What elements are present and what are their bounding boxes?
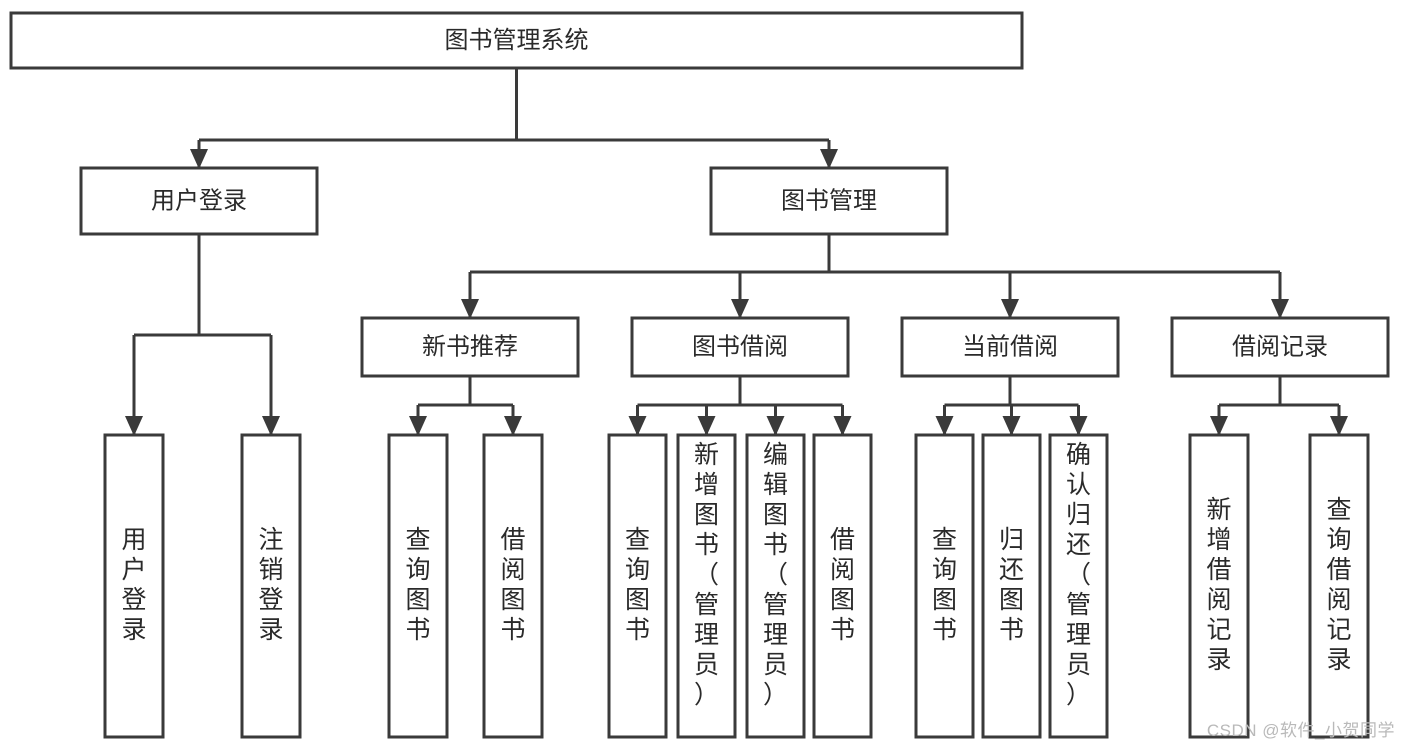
node-leaf-add-book-admin[interactable]: 新增图书（管理员） [676,433,737,739]
arrow-head-icon [1271,299,1289,319]
node-book-manage[interactable]: 图书管理 [709,166,949,236]
node-box [79,166,319,236]
arrow-head-icon [1001,299,1019,319]
arrow-head-icon [461,299,479,319]
arrow-head-icon [504,416,522,436]
node-label: 归还图书 [999,526,1024,644]
node-label: 用户登录 [151,187,247,214]
arrow-head-icon [833,416,852,436]
node-leaf-user-login[interactable]: 用户登录 [103,433,165,739]
node-current-borrow[interactable]: 当前借阅 [900,316,1120,378]
arrow-head-icon [731,299,749,319]
arrow-head-icon [628,416,647,436]
node-box [387,433,449,739]
node-label: 图书管理系统 [445,27,589,54]
arrow-head-icon [820,149,838,169]
arrow-head-icon [1002,416,1021,436]
node-label: 编辑图书（管理员） [763,441,788,709]
node-box [981,433,1042,739]
node-box [1048,433,1109,739]
node-label: 新增图书（管理员） [694,441,719,709]
node-leaf-borrow-book-2[interactable]: 借阅图书 [812,433,873,739]
node-label: 借阅图书 [830,526,855,644]
node-label: 查询图书 [405,526,430,644]
node-box [360,316,580,378]
node-label: 借阅记录 [1232,333,1328,360]
node-box [9,11,1024,70]
node-layer: 图书管理系统用户登录图书管理新书推荐图书借阅当前借阅借阅记录用户登录注销登录查询… [9,11,1390,739]
node-box [1170,316,1390,378]
node-box [709,166,949,236]
node-box [103,433,165,739]
node-label: 图书管理 [781,187,877,214]
node-leaf-query-book-1[interactable]: 查询图书 [387,433,449,739]
node-borrow-record[interactable]: 借阅记录 [1170,316,1390,378]
node-box [240,433,302,739]
node-box [607,433,668,739]
node-user-login[interactable]: 用户登录 [79,166,319,236]
node-leaf-add-borrow-record[interactable]: 新增借阅记录 [1188,433,1250,739]
arrow-head-icon [190,149,208,169]
node-new-book-recommend[interactable]: 新书推荐 [360,316,580,378]
connector-layer [125,68,1348,436]
arrow-head-icon [1210,416,1228,436]
node-leaf-query-book-3[interactable]: 查询图书 [914,433,975,739]
node-box [630,316,850,378]
node-label: 确认归还（管理员） [1066,441,1091,709]
node-label: 新增借阅记录 [1206,496,1231,674]
arrow-head-icon [409,416,427,436]
node-leaf-query-book-2[interactable]: 查询图书 [607,433,668,739]
node-box [745,433,806,739]
node-label: 查询图书 [625,526,650,644]
arrow-head-icon [1069,416,1088,436]
node-label: 注销登录 [258,526,283,644]
node-box [1188,433,1250,739]
node-leaf-confirm-return-admin[interactable]: 确认归还（管理员） [1048,433,1109,739]
node-box [676,433,737,739]
node-box [812,433,873,739]
node-leaf-query-borrow-record[interactable]: 查询借阅记录 [1308,433,1370,739]
node-label: 查询图书 [932,526,957,644]
node-leaf-edit-book-admin[interactable]: 编辑图书（管理员） [745,433,806,739]
node-box [900,316,1120,378]
node-leaf-borrow-book-1[interactable]: 借阅图书 [482,433,544,739]
node-box [1308,433,1370,739]
node-label: 借阅图书 [500,526,525,644]
arrow-head-icon [1330,416,1348,436]
node-box [482,433,544,739]
node-label: 图书借阅 [692,333,788,360]
arrow-head-icon [125,416,143,436]
node-label: 用户登录 [121,526,146,644]
arrow-head-icon [697,416,716,436]
node-book-borrow[interactable]: 图书借阅 [630,316,850,378]
node-leaf-user-logout[interactable]: 注销登录 [240,433,302,739]
arrow-head-icon [262,416,280,436]
node-root[interactable]: 图书管理系统 [9,11,1024,70]
node-label: 查询借阅记录 [1326,496,1351,674]
arrow-head-icon [935,416,954,436]
arrow-head-icon [766,416,785,436]
node-box [914,433,975,739]
node-label: 新书推荐 [422,333,518,360]
node-leaf-return-book[interactable]: 归还图书 [981,433,1042,739]
node-label: 当前借阅 [962,333,1058,360]
